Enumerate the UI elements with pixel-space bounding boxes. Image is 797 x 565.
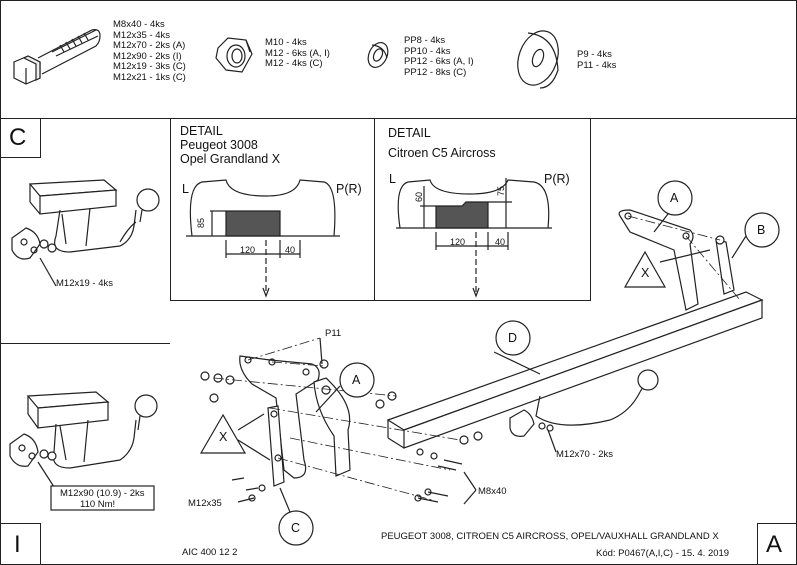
washer-icon [367,42,389,68]
detail-vehicle: Opel Grandland X [180,152,281,166]
peugeot-detail-drawing [186,179,340,298]
section-i-box-top [0,523,41,524]
citroen-detail-drawing [396,178,552,298]
nut-spec: M10 - 4ks [265,37,307,48]
nut-spec-list: M10 - 4ks M12 - 6ks (A, I) M12 - 4ks (C) [265,37,330,70]
section-c-bolt-label: M12x19 - 4ks [56,278,114,289]
washer-spec: PP12 - 8ks (C) [404,66,467,78]
washer-spec: PP8 - 4ks [404,35,446,46]
plate-icon [517,30,559,89]
plate-spec: P9 - 4ks [577,49,612,60]
callout-circle-a-top [653,180,693,233]
m12x70-label: M12x70 - 2ks [556,449,614,460]
dimension-width: 120 [450,237,466,247]
detail-vehicle: Citroen C5 Aircross [388,146,496,160]
callout-c-label: C [291,521,301,535]
detail-left-label: L [389,172,396,186]
bolt-spec: M12x70 - 2ks (A) [113,40,186,51]
callout-triangle-x-right [623,249,711,288]
section-c-box-side [40,118,41,158]
washer-spec: PP10 - 4ks [404,45,451,57]
drawing-revision: Kód: P0467(A,I,C) - 15. 4. 2019 [596,548,730,559]
bolt-spec: M8x40 - 4ks [113,19,165,30]
nut-spec: M12 - 6ks (A, I) [265,47,330,59]
callout-b-label: B [757,223,766,237]
citroen-detail-title: DETAIL Citroen C5 Aircross [388,126,496,160]
detail-heading: DETAIL [180,124,223,138]
drawing-code: AIC 400 12 2 [182,547,238,558]
detail-bottom [170,300,590,301]
section-c-box-top [0,157,41,158]
nut-icon [215,37,253,73]
dimension-height: 60 [414,191,425,203]
washer-spec-list: PP8 - 4ks PP10 - 4ks PP12 - 6ks (A, I) P… [404,35,474,78]
callout-d-label: D [508,331,518,345]
callout-x-left-label: X [219,430,228,444]
peugeot-detail-title: DETAIL Peugeot 3008 Opel Grandland X [180,124,280,166]
callout-circle-d [495,320,531,356]
callout-circle-c [278,487,314,546]
m12x35-label: M12x35 [188,498,222,509]
p11-label: P11 [325,328,342,339]
detail-right [590,118,591,301]
plate-spec-list: P9 - 4ks P11 - 4ks [577,49,617,71]
section-a-box-side [757,523,758,565]
callout-circle-b [731,212,780,259]
bolt-spec: M12x19 - 3ks (C) [113,61,186,72]
dimension-width: 40 [285,245,296,255]
corner-i-letter: I [14,531,21,558]
bolt-spec: M12x90 - 2ks (I) [113,50,182,62]
callout-triangle-x-left [199,413,271,461]
callout-a-mid-label: A [352,373,361,387]
corner-a-letter: A [766,531,783,558]
nut-spec: M12 - 4ks (C) [265,58,323,69]
drawing-title: PEUGEOT 3008, CITROEN C5 AIRCROSS, OPEL/… [381,531,719,542]
bolt-spec: M12x21 - 1ks (C) [113,71,186,83]
left-section-divider [0,343,170,344]
dimension-height: 85 [196,217,207,229]
section-i-torque: 110 Nm! [80,499,116,510]
m8x40-label: M8x40 [478,486,507,497]
callout-a-top-label: A [670,191,679,205]
parts-divider [0,118,797,119]
section-c-letter: C [9,124,27,151]
detail-divider [374,118,375,301]
callout-circle-a-mid [315,362,375,413]
section-i-box-side [40,523,41,565]
section-c-hitch [11,179,160,287]
main-assembly-drawing [200,209,764,505]
detail-heading: DETAIL [388,126,431,140]
bolt-spec-list: M8x40 - 4ks M12x35 - 4ks M12x70 - 2ks (A… [113,19,186,83]
plate-spec: P11 - 4ks [577,59,617,71]
detail-vehicle: Peugeot 3008 [180,138,258,152]
left-column-divider [170,118,171,301]
dimension-width: 120 [240,245,256,255]
section-i-hitch [9,391,158,511]
dimension-height: 75 [496,185,507,197]
bolt-icon [13,29,101,85]
bolt-spec: M12x35 - 4ks [113,29,171,41]
detail-right-label: P(R) [336,182,362,196]
detail-left-label: L [182,182,189,196]
section-i-bolt-label: M12x90 (10.9) - 2ks [60,488,145,499]
callout-x-right-label: X [641,266,650,280]
section-a-box-top [757,523,797,524]
dimension-width: 40 [495,237,506,247]
detail-right-label: P(R) [544,172,570,186]
washer-spec: PP12 - 6ks (A, I) [404,56,474,67]
